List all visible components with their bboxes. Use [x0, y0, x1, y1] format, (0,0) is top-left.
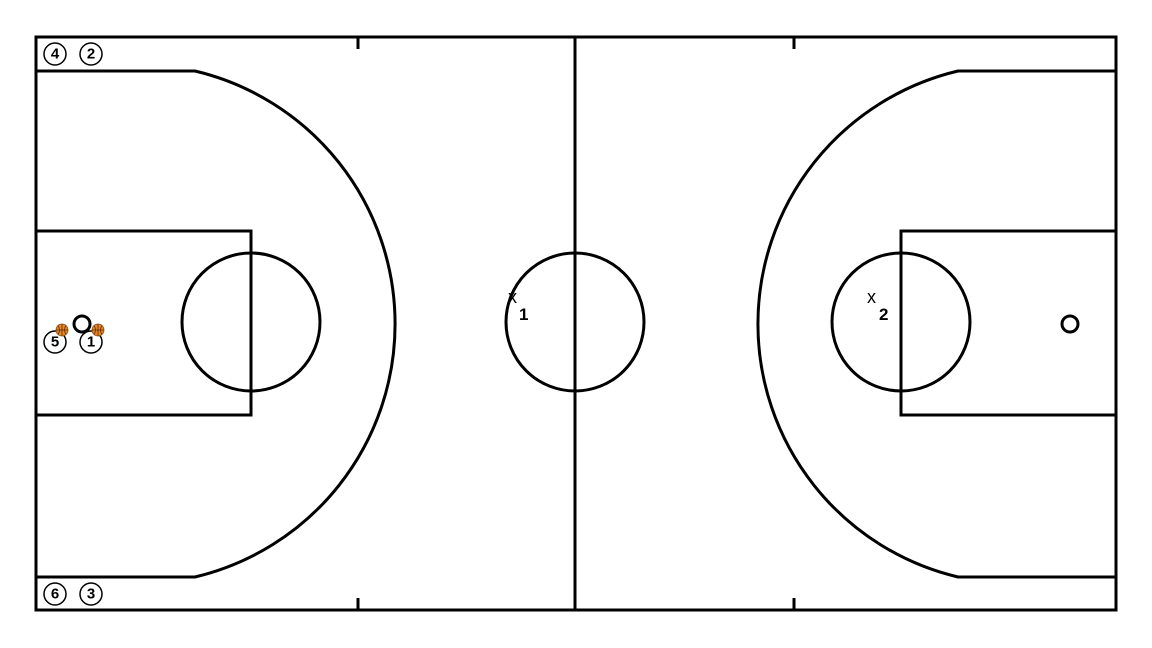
key-left: [34, 229, 253, 417]
offense-player-4: 4: [43, 42, 67, 66]
three-point-line-right: [756, 69, 1116, 579]
offense-player-3: 3: [79, 582, 103, 606]
basket-left: [72, 314, 92, 334]
svg-text:1: 1: [87, 334, 95, 351]
free-throw-circle-left: [180, 251, 322, 393]
svg-text:4: 4: [51, 46, 60, 63]
svg-text:5: 5: [51, 334, 59, 351]
svg-text:6: 6: [51, 586, 59, 603]
basket-right: [1060, 314, 1080, 334]
three-point-line-left: [36, 69, 397, 579]
svg-text:1: 1: [519, 305, 528, 324]
offense-player-2: 2: [79, 42, 103, 66]
offense-player-6: 6: [43, 582, 67, 606]
svg-text:2: 2: [879, 305, 888, 324]
svg-text:2: 2: [87, 46, 95, 63]
svg-text:3: 3: [87, 586, 95, 603]
basketball-icon: [91, 323, 105, 337]
offense-player-1: 1: [79, 330, 103, 354]
svg-text:x: x: [508, 287, 517, 307]
svg-text:x: x: [867, 287, 876, 307]
free-throw-circle-right: [830, 251, 972, 393]
key-right: [899, 229, 1118, 417]
basketball-icon: [55, 323, 69, 337]
center-circle: [504, 251, 646, 393]
defense-player-x1: x 1: [508, 287, 528, 324]
defense-player-x2: x 2: [867, 287, 888, 324]
offense-player-5: 5: [43, 330, 67, 354]
